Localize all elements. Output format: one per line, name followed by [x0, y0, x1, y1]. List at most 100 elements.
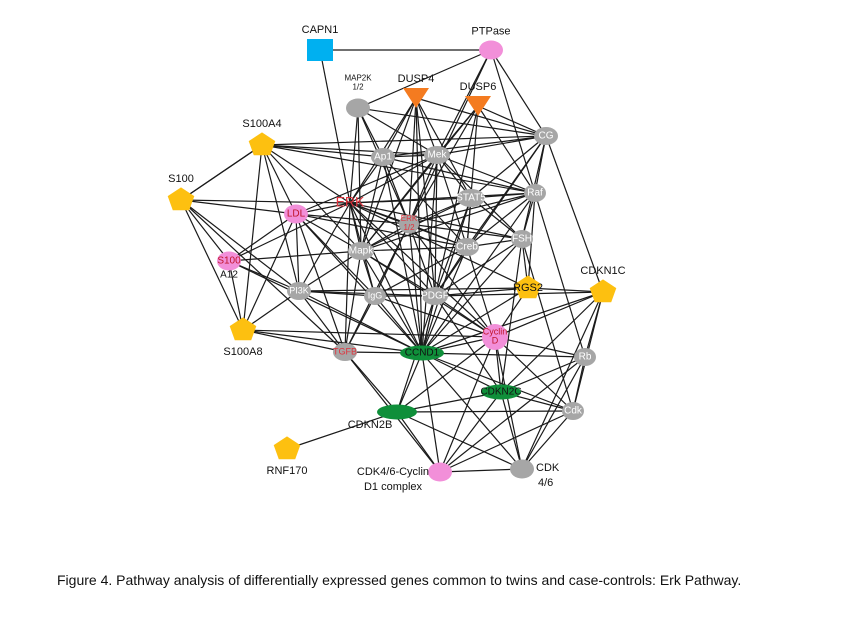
edge-raf-mapk [360, 192, 536, 252]
edge-mek-mapk [360, 154, 438, 252]
edge-mapk-tgfb [344, 250, 362, 353]
edge-pdgf-ccnd1 [421, 295, 436, 354]
edge-cdkn2b-cdk46cyclin [396, 411, 441, 473]
node-shape-mek [424, 146, 450, 164]
edge-erk12-pdgf [408, 223, 436, 297]
node-label2-cdk46cyclin: D1 complex [364, 481, 423, 493]
node-stat5: STAT5 [456, 189, 486, 207]
edge-s100a4-mapk [261, 144, 362, 252]
edge-s100-s100a4 [180, 144, 263, 201]
edge-erk12-raf [408, 192, 536, 225]
edge-map2k-cg [357, 107, 547, 137]
node-label-dusp6: DUSP6 [460, 81, 497, 93]
node-label-dusp4: DUSP4 [398, 73, 435, 85]
node-raf: Raf [524, 184, 546, 202]
edge-s100a12-s100a8 [228, 260, 244, 331]
edge-erk-rgs2 [349, 202, 529, 289]
edge-dusp4-erk12 [408, 97, 417, 225]
node-label-cdkn2b: CDKN2B [348, 419, 393, 431]
edge-dusp6-raf [477, 105, 536, 194]
node-dusp6: DUSP6 [460, 81, 497, 116]
edge-raf-ccnd1 [421, 192, 536, 354]
node-igg: IgG [364, 287, 386, 305]
node-label-ptpase: PTPase [471, 25, 510, 37]
node-label-cdkn2c: CDKN2C [480, 387, 521, 398]
edge-s100a8-ccnd1 [242, 329, 423, 354]
edge-mek-erk [349, 154, 438, 204]
edge-ldl-erk12 [295, 213, 410, 225]
edge-mek-ldl [295, 154, 438, 215]
edge-ldl-mapk [295, 213, 362, 252]
edge-cyclind-cdk [494, 336, 574, 412]
edge-s100-pi3k [180, 199, 300, 292]
edge-ap1-mapk [360, 156, 384, 252]
node-shape-cdkn1c [589, 279, 617, 303]
edge-mapk-s100a12 [228, 250, 362, 262]
node-shape-cdk [562, 402, 584, 420]
node-shape-pdgf [422, 287, 448, 305]
node-label-cg: CG [539, 131, 554, 142]
edge-rgs2-pdgf [434, 287, 529, 297]
node-rnf170: RNF170 [267, 436, 307, 477]
node-label-erk: ERK [336, 194, 365, 210]
node-label-creb: Creb [456, 242, 478, 253]
node-shape-mapk [348, 242, 374, 260]
node-shape-cdkn2c [481, 384, 521, 400]
edge-cg-cdkn1c [545, 135, 604, 293]
edge-fsh-ccnd1 [421, 238, 523, 354]
node-s100a8: S100A8 [223, 317, 263, 358]
node-ccnd1: CCND1 [400, 345, 444, 361]
edge-cg-mek [436, 135, 547, 156]
node-label-capn1: CAPN1 [302, 24, 339, 36]
edge-cdkn1c-ccnd1 [421, 291, 604, 354]
node-shape-ccnd1 [400, 345, 444, 361]
edge-rb-cdk [572, 356, 586, 412]
node-shape-tgfb [333, 343, 357, 361]
node-shape-rnf170 [273, 436, 301, 460]
node-shape-ldl [284, 204, 308, 224]
node-shape-cdk46cyclin [428, 462, 452, 482]
node-shape-s100a12 [217, 251, 241, 271]
edge-dusp4-mek [415, 97, 438, 156]
node-rb: Rb [574, 348, 596, 366]
node-cdk46: CDK4/6 [510, 459, 560, 489]
node-shape-rgs2 [514, 275, 542, 299]
node-pdgf: PDGF [421, 287, 449, 305]
node-cdkn2b: CDKN2B [348, 404, 417, 431]
node-label-raf: Raf [527, 188, 543, 199]
node-dusp4: DUSP4 [398, 73, 435, 108]
node-ap1: Ap1 [371, 148, 395, 166]
edge-igg-cyclind [374, 295, 496, 338]
edge-s100a4-mek [261, 144, 438, 156]
edge-s100a4-ap1 [261, 144, 384, 158]
edge-ccnd1-rb [421, 352, 586, 358]
node-label-ccnd1: CCND1 [405, 348, 440, 359]
edge-dusp6-cg [477, 105, 547, 137]
edge-s100a8-cyclind [242, 329, 496, 338]
edge-ap1-ccnd1 [382, 156, 423, 354]
node-label-ap1: Ap1 [374, 152, 392, 163]
edge-rgs2-cdkn1c [527, 287, 604, 293]
node-label-igg: IgG [368, 290, 383, 300]
edge-cdkn1c-cdkn2c [500, 291, 604, 393]
edge-cyclind-cdk46cyclin [439, 336, 496, 473]
edge-erk-s100a12 [228, 202, 351, 262]
node-label-cdk: Cdk [564, 406, 583, 417]
edge-s100a8-tgfb [242, 329, 346, 353]
edge-cdkn2c-cdk46cyclin [439, 391, 502, 473]
edge-cdk-cdk46cyclin [439, 410, 574, 473]
edge-cyclind-rb [494, 336, 586, 358]
edge-creb-igg [374, 246, 468, 297]
edge-ptpase-mek [436, 49, 492, 156]
node-label-pi3k: PI3K [289, 285, 309, 295]
node-label-map2k: MAP2K [344, 74, 372, 83]
node-label-mapk: Mapk [349, 246, 374, 257]
edge-cdkn2b-cdk [396, 410, 574, 413]
node-label-cdk46: CDK [536, 462, 560, 474]
node-shape-dusp6 [465, 96, 491, 116]
edge-s100-ldl [180, 199, 297, 215]
